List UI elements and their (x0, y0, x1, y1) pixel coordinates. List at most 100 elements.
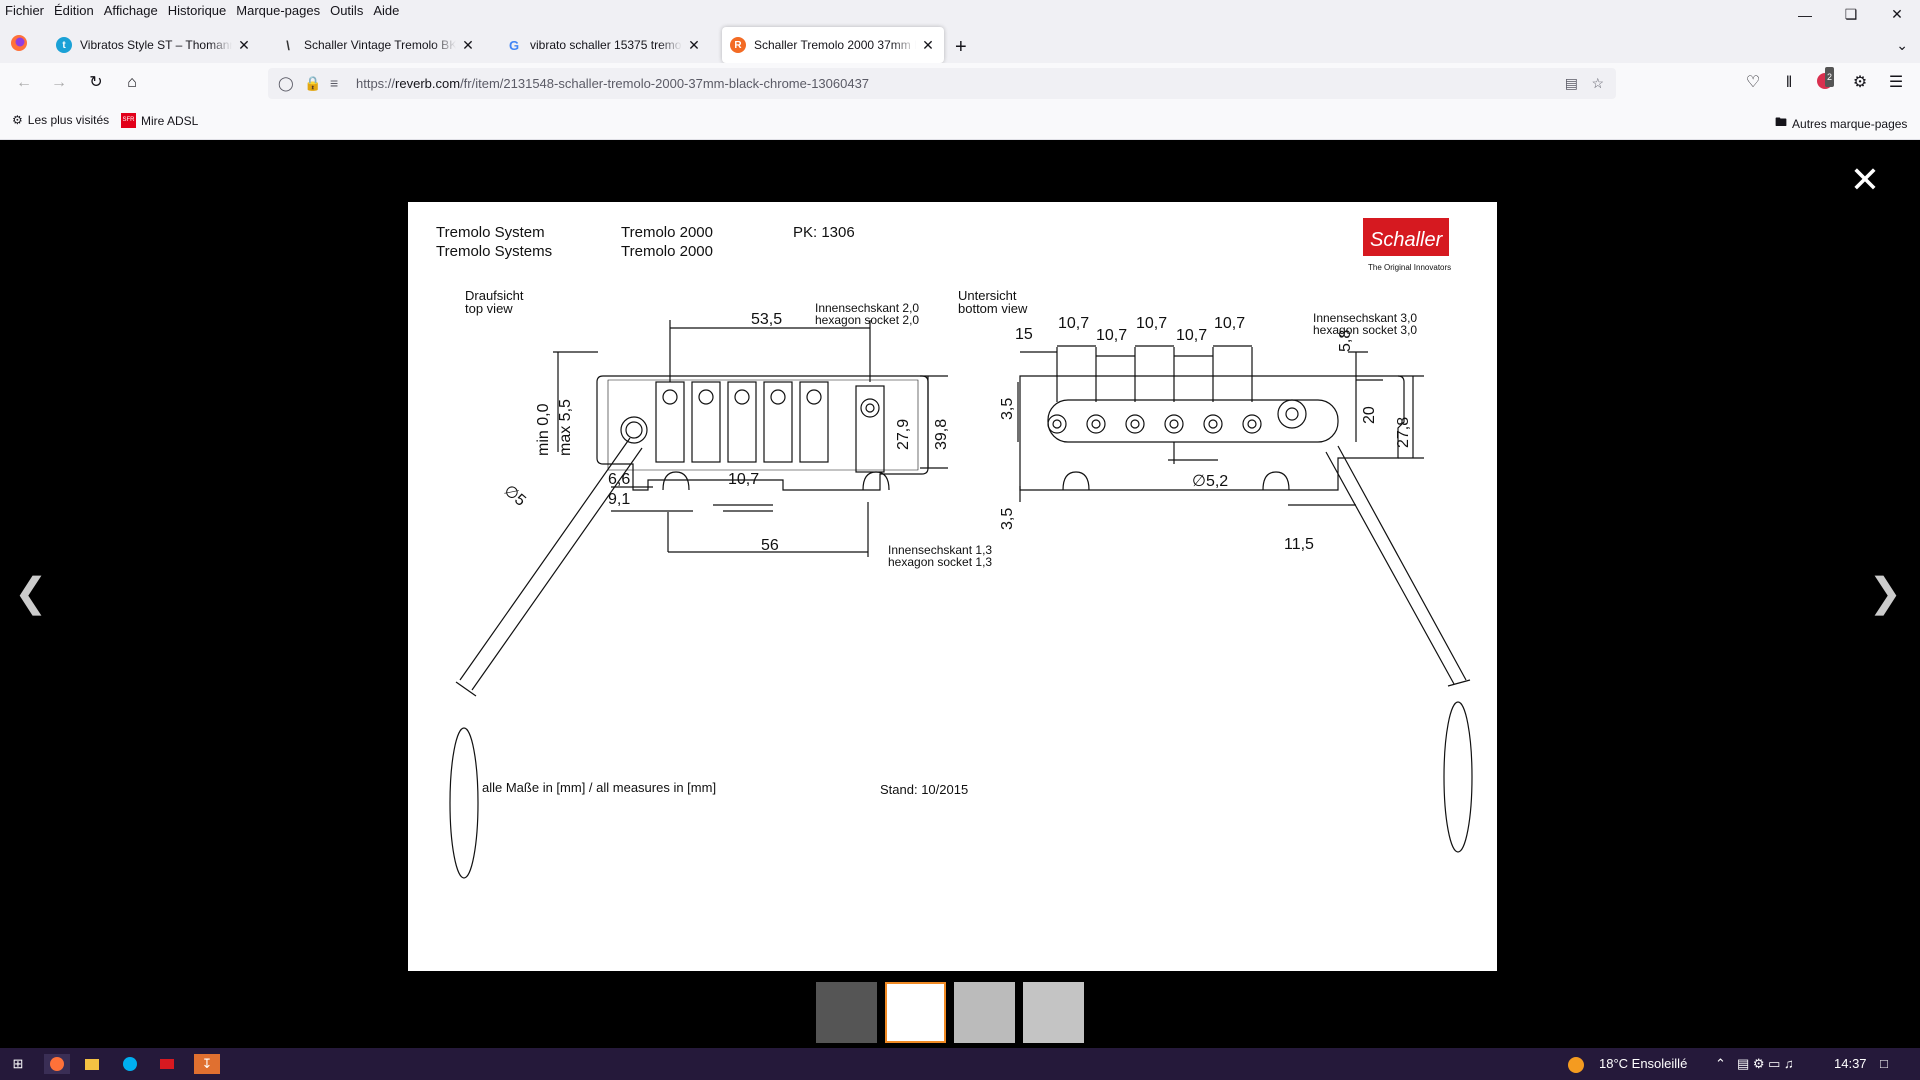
close-lightbox-icon[interactable]: ✕ (1849, 159, 1880, 200)
adblock-badge: 2 (1825, 67, 1835, 87)
library-icon[interactable]: ‖ (1785, 74, 1793, 91)
tab-thomann-vibratos[interactable]: t Vibratos Style ST – Thomann France ✕ (48, 27, 260, 63)
weather-icon[interactable] (1568, 1056, 1584, 1073)
reader-view-icon[interactable]: ▤ (1564, 75, 1578, 91)
dim-27-8: 27,8 (1395, 417, 1412, 448)
pocket-icon[interactable]: ♡ (1745, 74, 1761, 91)
app-red-icon[interactable] (157, 1054, 177, 1074)
dim-3-5-a: 3,5 (999, 398, 1016, 420)
dim-min: min 0,0 (535, 403, 552, 456)
menu-fichier[interactable]: Fichier (5, 3, 45, 18)
image-lightbox: ✕ ❮ ❯ (0, 140, 1920, 1048)
tray-chevron-icon[interactable]: ⌃ (1715, 1056, 1726, 1071)
menu-marque-pages[interactable]: Marque-pages (236, 3, 321, 18)
windows-taskbar: ⊞ ↧ 18°C Ensoleillé ⌃ ▤ ⚙ ▭ ♫ 14:37 □ (0, 1048, 1920, 1080)
tab-bar: t Vibratos Style ST – Thomann France ✕ \… (0, 21, 1920, 63)
tab-reverb-active[interactable]: R Schaller Tremolo 2000 37mm Black Chrom… (722, 27, 944, 63)
dim-39-8: 39,8 (933, 419, 950, 450)
new-tab-button[interactable]: + (955, 36, 967, 58)
tab-close-icon[interactable]: ✕ (922, 36, 934, 53)
tab-google-search[interactable]: G vibrato schaller 15375 tremolo - Reche… (498, 27, 710, 63)
hex20-label-en: hexagon socket 2,0 (815, 313, 919, 327)
dim-10-7-b1: 10,7 (1058, 315, 1089, 332)
next-image-icon[interactable]: ❯ (1868, 571, 1902, 615)
tab-thomann-vintage[interactable]: \ Schaller Vintage Tremolo BK – Thomann … (272, 27, 484, 63)
gear-icon: ⚙ (12, 113, 23, 127)
bookmark-label: Les plus visités (27, 113, 110, 127)
url-prefix: https:// (356, 76, 396, 91)
list-all-tabs-chevron-icon[interactable]: ⌄ (1896, 37, 1908, 53)
thumbnail-4[interactable] (1023, 982, 1084, 1043)
menu-bar: Fichier Édition Affichage Historique Mar… (0, 0, 1920, 21)
dim-15: 15 (1015, 326, 1033, 343)
thumbnail-1[interactable] (816, 982, 877, 1043)
app-menu-icon[interactable]: ☰ (1888, 74, 1904, 91)
drawing-title-1: Tremolo System (436, 224, 545, 241)
clock[interactable]: 14:37 (1834, 1056, 1867, 1071)
close-window-button[interactable]: ✕ (1891, 6, 1903, 22)
url-bar[interactable]: ◯ 🔒 ≡ https://reverb.com/fr/item/2131548… (268, 68, 1616, 99)
extensions-icon[interactable]: ⚙ (1852, 74, 1868, 91)
tab-close-icon[interactable]: ✕ (238, 36, 250, 53)
windows-start-icon[interactable]: ⊞ (12, 1056, 24, 1071)
tracking-shield-icon[interactable]: ◯ (278, 75, 294, 91)
thumbnail-strip (816, 982, 1084, 1043)
revision-date: Stand: 10/2015 (880, 782, 968, 797)
dim-10-7-b5: 10,7 (1214, 315, 1245, 332)
bookmarks-toolbar: ⚙ Les plus visités SFR Mire ADSL 🖿 Autre… (0, 103, 1920, 140)
dim-max: max 5,5 (557, 399, 574, 456)
reverb-favicon-icon: R (730, 37, 746, 53)
tab-close-icon[interactable]: ✕ (688, 36, 700, 53)
home-icon[interactable]: ⌂ (127, 74, 137, 91)
tab-title: Schaller Vintage Tremolo BK – Thomann (304, 38, 456, 52)
thumbnail-2-active[interactable] (885, 982, 946, 1043)
menu-outils[interactable]: Outils (330, 3, 364, 18)
file-explorer-icon[interactable] (82, 1054, 102, 1074)
menu-edition[interactable]: Édition (54, 3, 94, 18)
weather-text[interactable]: 18°C Ensoleillé (1599, 1056, 1688, 1071)
hex13-label-en: hexagon socket 1,3 (888, 555, 992, 569)
bookmark-other[interactable]: 🖿 Autres marque-pages (1775, 113, 1907, 134)
dim-5-8: 5,8 (1337, 330, 1354, 352)
tab-close-icon[interactable]: ✕ (462, 36, 474, 53)
dim-56: 56 (761, 537, 779, 554)
minimize-button[interactable]: — (1798, 6, 1812, 23)
adblock-icon[interactable]: 2 (1815, 67, 1835, 93)
back-arrow-icon[interactable]: ← (16, 74, 32, 91)
permissions-icon[interactable]: ≡ (330, 75, 339, 91)
bookmark-star-icon[interactable]: ☆ (1591, 75, 1604, 91)
hex20-label-de: Innensechskant 2,0 (815, 301, 919, 315)
firefox-view-icon[interactable] (8, 32, 30, 54)
menu-aide[interactable]: Aide (373, 3, 400, 18)
top-view-label-en: top view (465, 301, 513, 316)
previous-image-icon[interactable]: ❮ (14, 571, 48, 615)
hex30-label-de: Innensechskant 3,0 (1313, 311, 1417, 325)
url-text[interactable]: https://reverb.com/fr/item/2131548-schal… (356, 76, 869, 91)
folder-icon: 🖿 (1775, 115, 1788, 129)
dim-11-5: 11,5 (1284, 536, 1314, 553)
drawing-title-2: Tremolo Systems (436, 243, 552, 260)
thumbnail-3[interactable] (954, 982, 1015, 1043)
menu-affichage[interactable]: Affichage (103, 3, 158, 18)
bottom-view-label-en: bottom view (958, 301, 1028, 316)
tab-title: Vibratos Style ST – Thomann France (80, 38, 232, 52)
dim-10-7-b2: 10,7 (1096, 327, 1127, 344)
dim-3-5-b: 3,5 (999, 508, 1016, 530)
url-path: /fr/item/2131548-schaller-tremolo-2000-3… (460, 76, 870, 91)
notifications-icon[interactable]: □ (1880, 1056, 1888, 1071)
restore-button[interactable]: ❏ (1844, 6, 1858, 22)
firefox-taskbar-icon[interactable] (44, 1054, 70, 1074)
forward-arrow-icon[interactable]: → (51, 74, 67, 91)
bookmark-most-visited[interactable]: ⚙ Les plus visités (12, 113, 109, 127)
dim-10-7-b4: 10,7 (1176, 327, 1207, 344)
menu-historique[interactable]: Historique (167, 3, 227, 18)
download-app-icon[interactable]: ↧ (194, 1054, 220, 1074)
lock-icon[interactable]: 🔒 (304, 75, 322, 91)
drawing-model-1: Tremolo 2000 (621, 224, 713, 241)
bookmark-mire-adsl[interactable]: SFR Mire ADSL (121, 113, 198, 128)
url-domain: reverb.com (395, 76, 461, 91)
skype-icon[interactable] (120, 1054, 140, 1074)
tray-icons[interactable]: ▤ ⚙ ▭ ♫ (1737, 1056, 1794, 1071)
reload-icon[interactable]: ↻ (89, 74, 103, 91)
bookmark-label: Autres marque-pages (1792, 116, 1908, 131)
